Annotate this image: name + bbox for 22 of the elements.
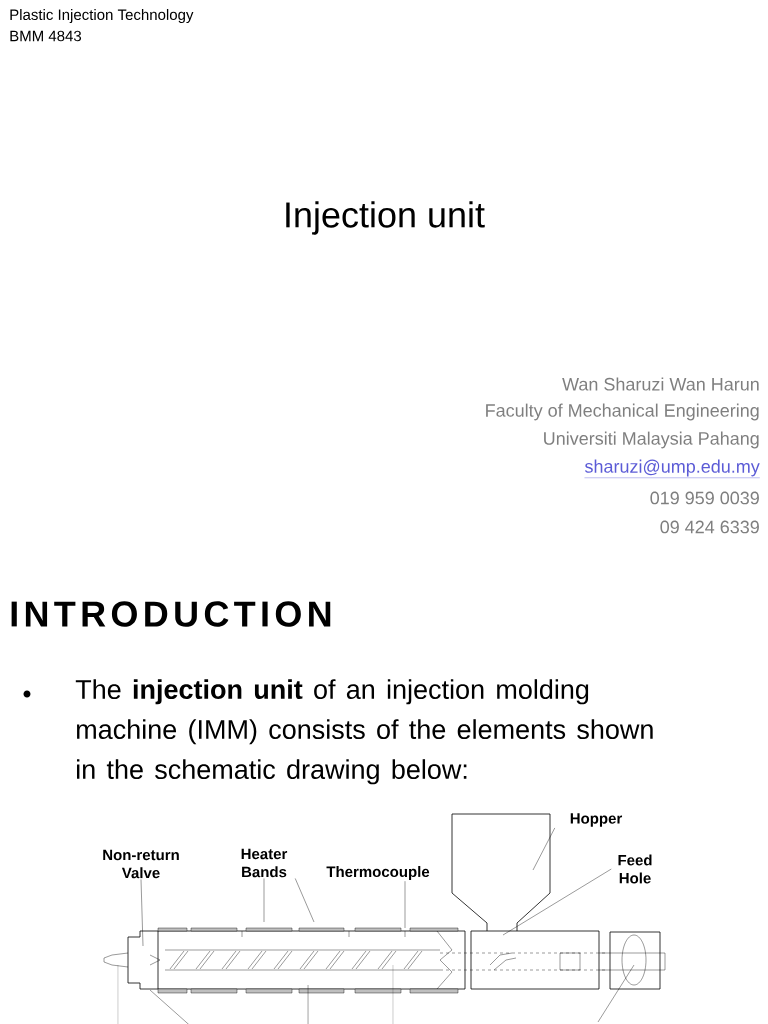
slide-title: Injection unit bbox=[286, 201, 485, 235]
leader-line bbox=[263, 878, 265, 923]
bullet-text: The injection unit of an injection molding machine (IMM) consists of the elements shown in the schematic drawing below: bbox=[75, 679, 653, 785]
university: Universiti Malaysia Pahang bbox=[544, 431, 759, 449]
course-code: BMM 4843 bbox=[10, 30, 82, 42]
part-label: Heater Bands bbox=[241, 848, 288, 878]
phone-number: 019 959 0039 bbox=[650, 491, 759, 505]
course-title: Plastic Injection Technology bbox=[10, 9, 194, 23]
phone-number: 09 424 6339 bbox=[660, 520, 759, 534]
section-heading: INTRODUCTION bbox=[11, 601, 331, 627]
leader-line bbox=[532, 827, 555, 871]
faculty: Faculty of Mechanical Engineering bbox=[486, 403, 759, 421]
part-label: Thermocouple bbox=[326, 866, 430, 880]
leader-line bbox=[140, 879, 144, 947]
leader-line bbox=[295, 878, 315, 923]
part-label: Non-return Valve bbox=[103, 849, 179, 879]
leader-line bbox=[404, 881, 406, 929]
leader-line bbox=[502, 868, 612, 936]
part-label: Feed Hole bbox=[618, 854, 652, 884]
email-link: sharuzi@ump.edu.my bbox=[584, 459, 760, 478]
author-name: Wan Sharuzi Wan Harun bbox=[562, 377, 759, 391]
part-label: Hopper bbox=[570, 813, 623, 827]
